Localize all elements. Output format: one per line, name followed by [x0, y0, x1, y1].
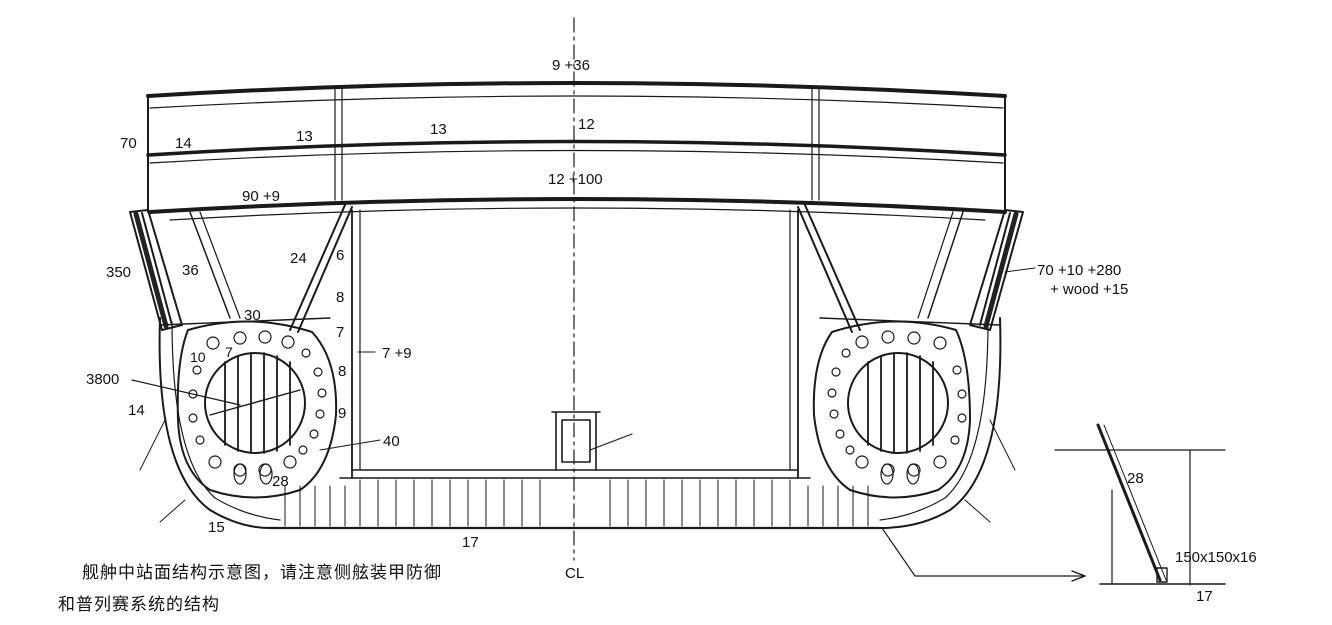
label-17a: 17 [462, 534, 479, 551]
label-350: 350 [106, 264, 131, 281]
label-detail-17: 17 [1196, 588, 1213, 605]
label-13a: 13 [296, 128, 313, 145]
caption-line-1: 舰舯中站面结构示意图，请注意侧舷装甲防御 [82, 563, 442, 583]
label-9: 9 [338, 405, 346, 422]
label-10: 10 [190, 349, 206, 365]
main-deck [148, 197, 1007, 214]
label-30: 30 [244, 307, 261, 324]
label-armor-line1: 70 +10 +280 [1037, 262, 1121, 279]
second-deck [146, 139, 1007, 157]
label-12: 12 [578, 116, 595, 133]
port-pugliese-cylinder [131, 320, 338, 499]
upper-deck [146, 81, 1007, 98]
label-14b: 14 [128, 402, 145, 419]
caption-line-2: 和普列赛系统的结构 [58, 595, 220, 615]
label-6: 6 [336, 247, 344, 264]
label-armor-line2: + wood +15 [1050, 281, 1128, 298]
detail-arrow [881, 527, 1086, 577]
label-8a: 8 [336, 289, 344, 306]
label-3800: 3800 [86, 371, 119, 388]
detail-view [1054, 423, 1226, 586]
label-14a: 14 [175, 135, 192, 152]
label-top-deck: 9 +36 [552, 57, 590, 74]
label-7a: 7 [336, 324, 344, 341]
port-armor-belt [129, 209, 183, 331]
label-40: 40 [383, 433, 400, 450]
label-detail-angle: 150x150x16 [1175, 549, 1257, 566]
starboard-armor-belt [969, 209, 1024, 331]
labels: 9 +36 70 14 13 13 12 12 +100 90 +9 350 3… [86, 57, 1257, 605]
label-15: 15 [208, 519, 225, 536]
starboard-strut [797, 204, 861, 333]
label-8b: 8 [338, 363, 346, 380]
label-centerline: CL [565, 565, 584, 582]
port-strut [289, 204, 353, 333]
double-bottom-floors [284, 479, 869, 527]
label-24: 24 [290, 250, 307, 267]
label-36: 36 [182, 262, 199, 279]
label-90-9: 90 +9 [242, 188, 280, 205]
label-detail-28: 28 [1127, 470, 1144, 487]
label-28a: 28 [272, 473, 289, 490]
label-7-9: 7 +9 [382, 345, 412, 362]
starboard-pugliese-cylinder [812, 320, 971, 499]
label-7b: 7 [225, 344, 233, 360]
keel-box [551, 411, 601, 471]
label-13b: 13 [430, 121, 447, 138]
label-70: 70 [120, 135, 137, 152]
label-12-100: 12 +100 [548, 171, 603, 188]
